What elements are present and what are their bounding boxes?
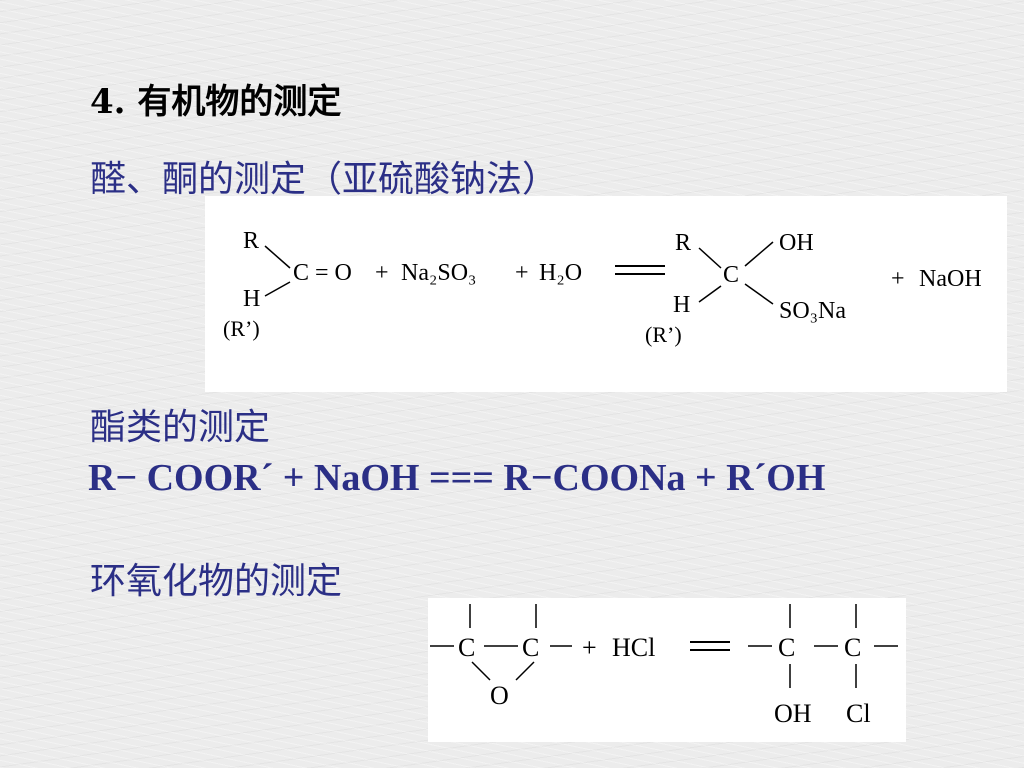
eq3-bond-co-1 — [471, 661, 491, 681]
eq1-h2-label: H — [673, 292, 690, 318]
eq1-so3na-label: SO₃Na — [779, 298, 846, 324]
epoxide-equation-panel: C C O + HCl C C OH Cl — [428, 598, 906, 742]
section-title-ester: 酯类的测定 — [90, 407, 271, 448]
eq1-naoh: NaOH — [919, 266, 982, 292]
eq1-oh-label: OH — [779, 230, 814, 256]
section-title-aldehyde-ketone: 醛、酮的测定（亚硫酸钠法） — [90, 159, 559, 200]
eq1-c-label: C — [293, 260, 309, 286]
eq1-h-label: H — [243, 286, 260, 312]
eq3-hcl: HCl — [612, 633, 655, 662]
eq1-bond-r — [264, 245, 291, 269]
eq1-rprime2-label: (R’) — [645, 322, 682, 347]
eq1-h2o: H₂O — [539, 260, 582, 286]
eq3-oh-label: OH — [774, 699, 812, 728]
eq1-carbonyl-o: = O — [315, 260, 352, 286]
eq1-bond-oh — [744, 241, 774, 267]
eq3-c4-label: C — [844, 633, 861, 662]
eq1-na2so3: Na₂SO₃ — [401, 260, 476, 286]
eq1-bond-so3na — [744, 283, 774, 305]
eq1-r2-label: R — [675, 230, 691, 256]
eq1-c2-label: C — [723, 262, 739, 288]
eq3-c1-label: C — [458, 633, 475, 662]
eq1-plus-1: + — [375, 260, 389, 286]
epoxide-equation: C C O + HCl C C OH Cl — [430, 604, 898, 728]
eq1-plus-3: + — [891, 266, 905, 292]
section-title-epoxide: 环氧化物的测定 — [90, 561, 343, 602]
eq1-r-label: R — [243, 228, 259, 254]
eq3-o-label: O — [490, 681, 509, 710]
eq3-bond-co-2 — [515, 661, 535, 681]
eq3-c2-label: C — [522, 633, 539, 662]
eq3-cl-label: Cl — [846, 699, 871, 728]
page-heading: 4. 有机物的测定 — [90, 82, 342, 122]
eq1-bond-r2 — [698, 247, 722, 269]
ester-equation: R− COOR´ + NaOH === R−COONa + R´OH — [88, 457, 826, 499]
eq3-c3-label: C — [778, 633, 795, 662]
eq1-plus-2: + — [515, 260, 529, 286]
eq3-plus: + — [582, 633, 597, 662]
eq1-bond-h — [264, 281, 291, 297]
aldehyde-ketone-equation: R C = O H (R’) + Na₂SO₃ + H₂O R C OH H (… — [223, 228, 982, 347]
eq1-rprime-label: (R’) — [223, 316, 260, 341]
eq1-bond-h2 — [698, 285, 722, 303]
aldehyde-ketone-equation-panel: R C = O H (R’) + Na₂SO₃ + H₂O R C OH H (… — [205, 196, 1007, 392]
